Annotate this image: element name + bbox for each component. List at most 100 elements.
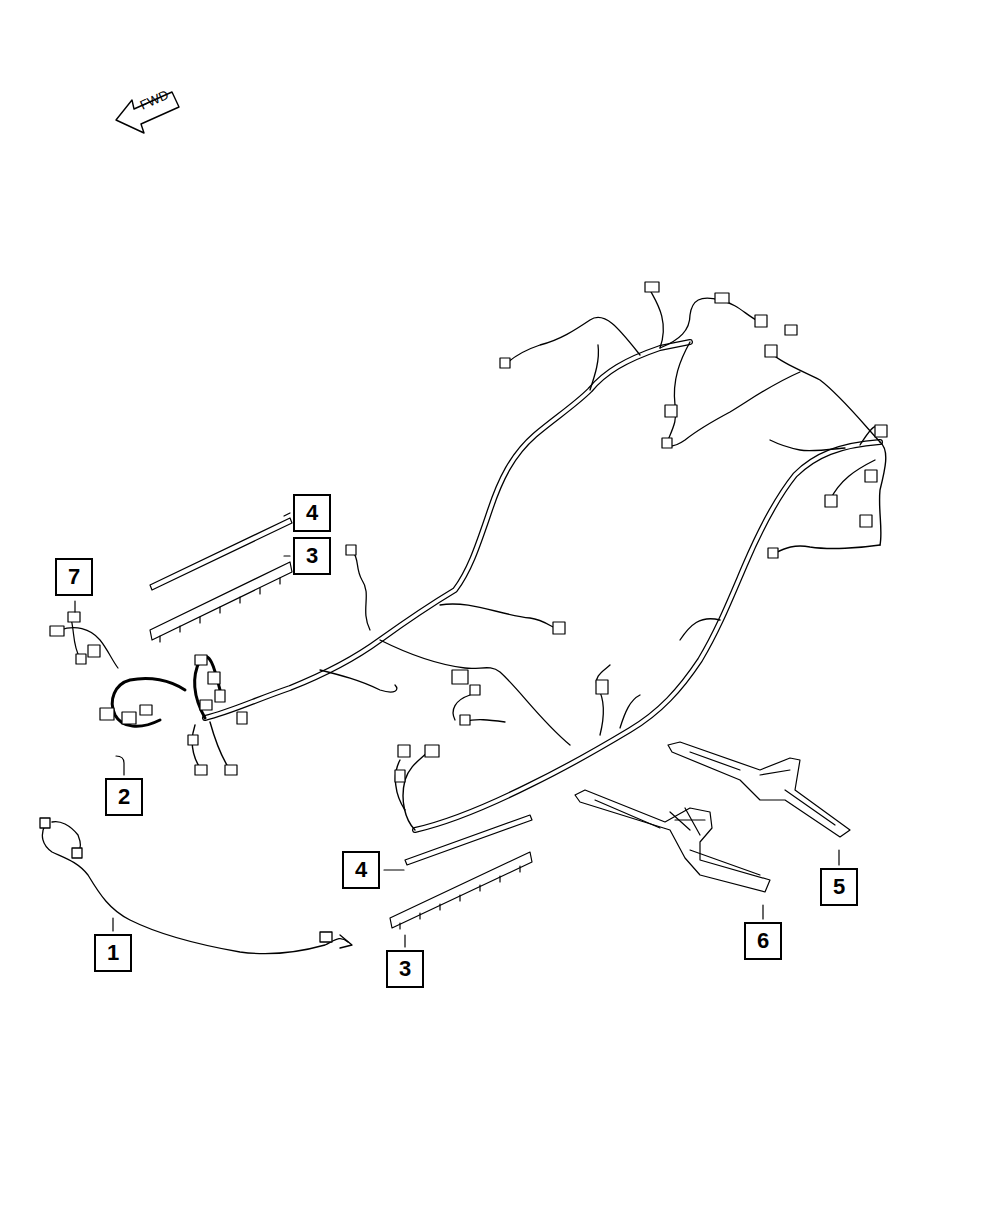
harness-branches-part [680, 619, 720, 640]
leader-lines-part [112, 918, 113, 931]
small-harness-part [60, 628, 118, 668]
connector-symbols-part [596, 680, 608, 694]
leader-lines-part [838, 850, 839, 865]
sill-strips-lower-part [405, 815, 532, 865]
callout-number: 3 [399, 958, 411, 980]
harness-branches-part [320, 670, 397, 692]
small-harness-part [76, 654, 86, 664]
connector-symbols-part [122, 712, 136, 724]
callout-number: 4 [355, 859, 367, 881]
connector-symbols-part [825, 495, 837, 507]
harness-branches-part [668, 342, 690, 440]
callout-box: 7 [55, 558, 93, 596]
connector-symbols-part [398, 745, 410, 757]
connector-symbols-part [645, 282, 659, 292]
callout-number: 3 [306, 545, 318, 567]
connector-symbols-part [208, 672, 220, 684]
harness-branches-part [665, 372, 800, 446]
sill-strips-lower [390, 815, 532, 929]
connector-symbols-part [768, 548, 778, 558]
connector-symbols-part [225, 765, 237, 775]
connector-symbols-part [500, 358, 510, 368]
harness-branches-part [352, 550, 370, 630]
main-harness-part [415, 442, 880, 830]
floor-channel-lower-part [575, 790, 770, 892]
callout-box: 4 [293, 494, 331, 532]
connector-symbols-part [425, 745, 439, 757]
small-harness-part [88, 645, 100, 657]
leader-lines-part [284, 555, 290, 556]
connector-symbols-part [865, 470, 877, 482]
leader-lines [75, 513, 839, 947]
callout-number: 5 [833, 876, 845, 898]
main-harness [112, 342, 886, 830]
callout-box: 2 [105, 778, 143, 816]
callout-box: 3 [293, 537, 331, 575]
bumper-harness-part [42, 825, 348, 954]
connector-symbols-part [452, 670, 468, 684]
connector-symbols-part [460, 715, 470, 725]
callout-number: 1 [107, 942, 119, 964]
connector-symbols-part [188, 735, 198, 745]
harness-branches-part [440, 604, 560, 630]
bumper-harness-part [340, 935, 352, 948]
harness-branches-part [660, 298, 760, 348]
connector-symbols-part [765, 345, 777, 357]
connector-symbols-part [346, 545, 356, 555]
connector-symbols-part [237, 712, 247, 724]
small-harness [50, 612, 118, 668]
main-harness-part [195, 657, 220, 718]
callout-number: 4 [306, 502, 318, 524]
connector-symbols [100, 282, 887, 782]
small-harness-part [50, 626, 64, 636]
harness-branches-part [620, 695, 640, 728]
main-harness-part [880, 442, 886, 545]
callout-number: 7 [68, 566, 80, 588]
bumper-harness-part [72, 848, 82, 858]
connector-symbols-part [140, 705, 152, 715]
sill-strips-part [150, 562, 292, 640]
connector-symbols-part [553, 622, 565, 634]
bumper-harness-part [320, 932, 332, 942]
main-harness-part [210, 722, 230, 770]
callout-number: 2 [118, 786, 130, 808]
main-harness-part [395, 760, 405, 810]
connector-symbols-part [215, 690, 225, 702]
connector-symbols-part [860, 515, 872, 527]
connector-symbols-part [665, 405, 677, 417]
connector-symbols-part [395, 770, 405, 782]
sill-strips-lower-part [390, 852, 532, 928]
leader-lines-part [404, 935, 405, 947]
harness-branches-part [596, 665, 610, 735]
floor-channel-lower [575, 790, 770, 892]
bumper-harness [40, 818, 352, 954]
callout-box: 3 [386, 950, 424, 988]
connector-symbols-part [470, 685, 480, 695]
harness-branches-part [465, 720, 505, 722]
harness-branches-part [770, 440, 845, 451]
harness-branches-part [380, 640, 570, 745]
leader-lines-part [762, 905, 763, 919]
callout-number: 6 [757, 930, 769, 952]
leader-lines-part [284, 513, 290, 516]
callout-box: 1 [94, 934, 132, 972]
callout-box: 5 [820, 868, 858, 906]
sill-strips [150, 518, 292, 642]
sill-strips-lower-part [400, 866, 520, 929]
connector-symbols-part [785, 325, 797, 335]
harness-branches-part [775, 545, 880, 553]
connector-symbols-part [875, 425, 887, 437]
sill-strips-part [160, 578, 280, 642]
harness-branches-part [505, 317, 640, 365]
floor-channel-part [690, 752, 835, 825]
callout-box: 4 [342, 851, 380, 889]
connector-symbols-part [662, 438, 672, 448]
harness-branches [320, 290, 885, 745]
harness-branches-part [650, 290, 663, 348]
main-harness-part [192, 725, 200, 768]
connector-symbols-part [100, 708, 114, 720]
callout-box: 6 [744, 922, 782, 960]
small-harness-part [68, 612, 80, 622]
leader-lines-part [74, 601, 75, 612]
